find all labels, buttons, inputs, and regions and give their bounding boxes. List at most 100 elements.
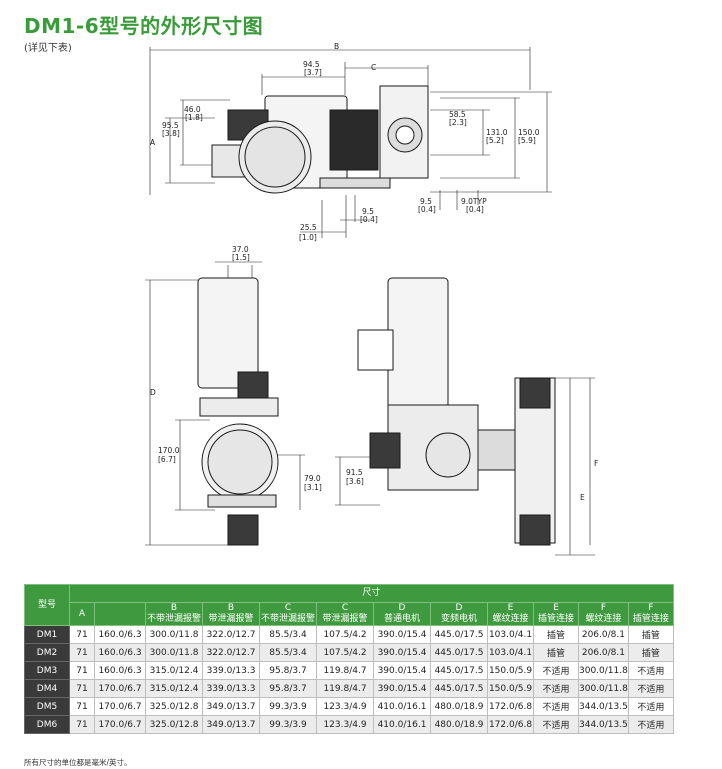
column-subtitle: 带泄漏报警 — [208, 614, 254, 624]
table-cell: 71 — [69, 715, 95, 734]
table-cell: 插管 — [627, 643, 674, 662]
table-cell: 322.0/12.7 — [202, 643, 260, 662]
column-letter: E — [553, 603, 559, 613]
table-cell: 445.0/17.5 — [430, 643, 488, 662]
dim-79-0: 79.0 — [304, 474, 321, 483]
dim-25-5-inch: [1.0] — [299, 233, 317, 242]
dim-46-0: 46.0 — [184, 105, 201, 114]
table-cell: 150.0/5.9 — [487, 661, 534, 680]
table-cell: 315.0/12.4 — [145, 679, 203, 698]
column-letter: B — [227, 603, 235, 613]
table-cell: 170.0/6.7 — [94, 697, 146, 716]
dim-91-5: 91.5 — [346, 468, 363, 477]
dim-9-0-typ-inch: [0.4] — [466, 205, 484, 214]
table-cell: 410.0/16.1 — [373, 697, 431, 716]
table-cell: 插管 — [533, 643, 579, 662]
table-cell: 390.0/15.4 — [373, 625, 431, 644]
model-cell: DM2 — [24, 643, 70, 662]
model-cell: DM4 — [24, 679, 70, 698]
column-subtitle: 变频电机 — [440, 614, 477, 624]
table-cell: 300.0/11.8 — [145, 625, 203, 644]
model-cell: DM6 — [24, 715, 70, 734]
table-cell: 170.0/6.7 — [94, 679, 146, 698]
column-letter: F — [648, 603, 654, 613]
column-letter: C — [341, 603, 349, 613]
dim-58-5: 58.5 — [449, 110, 466, 119]
dim-label-c: C — [371, 63, 376, 72]
table-cell: 103.0/4.1 — [487, 625, 534, 644]
dim-label-e: E — [580, 493, 585, 502]
dim-170-0-inch: [6.7] — [158, 455, 176, 464]
column-subtitle: 螺纹连接 — [585, 614, 622, 624]
dim-37-0: 37.0 — [232, 245, 249, 254]
table-cell: 445.0/17.5 — [430, 625, 488, 644]
dim-170-0: 170.0 — [158, 446, 180, 455]
table-cell: 95.8/3.7 — [259, 679, 317, 698]
table-cell: 不适用 — [533, 679, 579, 698]
table-cell: 99.3/3.9 — [259, 697, 317, 716]
table-cell: 170.0/6.7 — [94, 715, 146, 734]
table-cell: 344.0/13.5 — [578, 697, 629, 716]
table-cell: 103.0/4.1 — [487, 643, 534, 662]
model-cell: DM3 — [24, 661, 70, 680]
table-cell: 160.0/6.3 — [94, 625, 146, 644]
table-cell: 107.5/4.2 — [316, 643, 374, 662]
dim-25-5: 25.5 — [300, 223, 317, 232]
table-cell: 172.0/6.8 — [487, 697, 534, 716]
dim-58-5-inch: [2.3] — [449, 118, 467, 127]
table-cell: 344.0/13.5 — [578, 715, 629, 734]
column-header: A — [69, 602, 95, 626]
table-cell: 123.3/4.9 — [316, 697, 374, 716]
table-cell: 107.5/4.2 — [316, 625, 374, 644]
column-header — [94, 602, 146, 626]
dim-9-5-b-inch: [0.4] — [360, 215, 378, 224]
column-letter: D — [398, 603, 406, 613]
table-cell: 99.3/3.9 — [259, 715, 317, 734]
dim-150-0: 150.0 — [518, 128, 540, 137]
dim-9-5-a: 9.5 — [420, 197, 432, 206]
table-cell: 300.0/11.8 — [578, 661, 629, 680]
table-cell: 325.0/12.8 — [145, 697, 203, 716]
table-cell: 不适用 — [627, 661, 674, 680]
dim-label-b: B — [334, 42, 339, 51]
table-cell: 339.0/13.3 — [202, 679, 260, 698]
table-cell: 不适用 — [627, 715, 674, 734]
table-cell: 160.0/6.3 — [94, 661, 146, 680]
table-cell: 410.0/16.1 — [373, 715, 431, 734]
table-cell: 不适用 — [533, 697, 579, 716]
dim-9-5-b: 9.5 — [362, 207, 374, 216]
column-subtitle: 带泄漏报警 — [322, 614, 368, 624]
column-letter: C — [284, 603, 292, 613]
dim-150-0-inch: [5.9] — [518, 136, 536, 145]
table-cell: 172.0/6.8 — [487, 715, 534, 734]
dim-37-0-inch: [1.5] — [232, 253, 250, 262]
table-cell: 300.0/11.8 — [145, 643, 203, 662]
dim-9-5-a-inch: [0.4] — [418, 205, 436, 214]
table-cell: 71 — [69, 625, 95, 644]
table-cell: 349.0/13.7 — [202, 697, 260, 716]
table-cell: 123.3/4.9 — [316, 715, 374, 734]
table-cell: 206.0/8.1 — [578, 643, 629, 662]
table-cell: 206.0/8.1 — [578, 625, 629, 644]
dim-95-5: 95.5 — [162, 121, 179, 130]
table-cell: 不适用 — [533, 715, 579, 734]
table-cell: 71 — [69, 679, 95, 698]
table-cell: 480.0/18.9 — [430, 697, 488, 716]
table-cell: 85.5/3.4 — [259, 625, 317, 644]
header-size: 尺寸 — [69, 584, 674, 603]
table-cell: 445.0/17.5 — [430, 679, 488, 698]
dim-79-0-inch: [3.1] — [304, 483, 322, 492]
